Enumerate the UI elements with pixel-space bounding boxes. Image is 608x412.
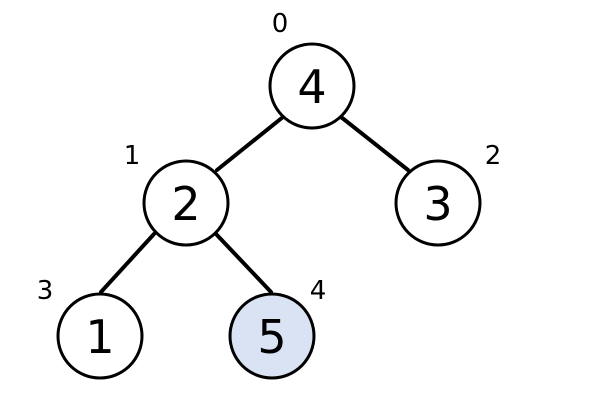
node-4-circle bbox=[228, 292, 316, 380]
tree-node-0: 4 0 bbox=[268, 9, 356, 130]
node-0-circle bbox=[268, 42, 356, 130]
node-0-index: 0 bbox=[272, 9, 289, 39]
tree-node-2: 3 2 bbox=[394, 141, 502, 247]
node-4-index: 4 bbox=[310, 276, 327, 306]
node-1-value: 2 bbox=[171, 177, 200, 231]
node-3-index: 3 bbox=[37, 276, 54, 306]
node-4-value: 5 bbox=[257, 310, 286, 364]
node-2-value: 3 bbox=[423, 177, 452, 231]
edge-1-3 bbox=[99, 232, 156, 294]
tree-node-4: 5 4 bbox=[228, 276, 327, 380]
node-1-circle bbox=[142, 159, 230, 247]
edge-1-4 bbox=[214, 232, 273, 294]
node-2-index: 2 bbox=[485, 141, 502, 171]
node-2-circle bbox=[394, 159, 482, 247]
edge-0-2 bbox=[339, 115, 410, 172]
node-3-value: 1 bbox=[85, 310, 114, 364]
tree-node-1: 2 1 bbox=[124, 141, 230, 247]
node-3-circle bbox=[56, 292, 144, 380]
node-1-index: 1 bbox=[124, 141, 141, 171]
edge-0-1 bbox=[215, 115, 285, 172]
tree-node-3: 1 3 bbox=[37, 276, 144, 380]
node-0-value: 4 bbox=[297, 60, 326, 114]
